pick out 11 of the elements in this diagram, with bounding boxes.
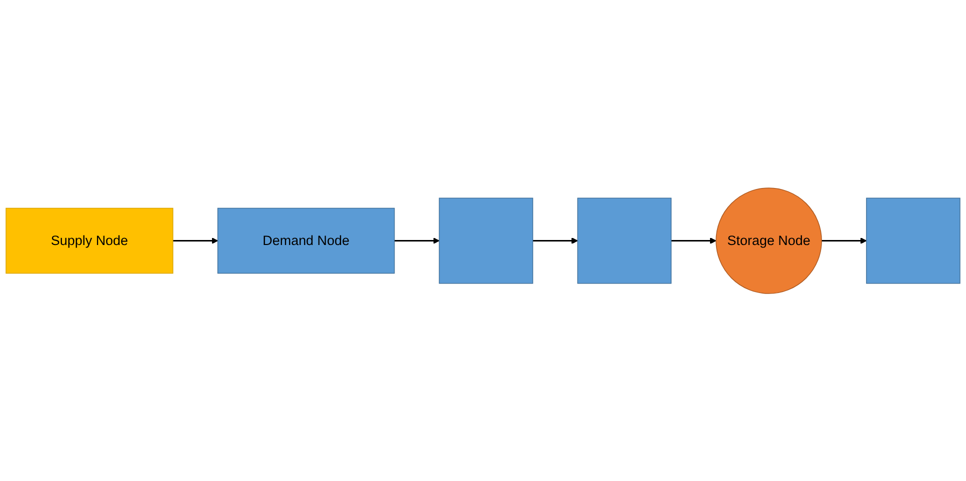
arrow [822, 237, 867, 244]
arrow [532, 237, 578, 244]
node-box: Supply Node [6, 208, 174, 274]
node-box: Demand Node [217, 208, 395, 274]
node-circle: Storage Node [716, 187, 822, 294]
arrow [394, 237, 440, 244]
arrow [172, 237, 218, 244]
arrow [671, 237, 716, 244]
node-box [866, 197, 960, 284]
node-box [438, 197, 534, 284]
node-box [577, 197, 672, 284]
